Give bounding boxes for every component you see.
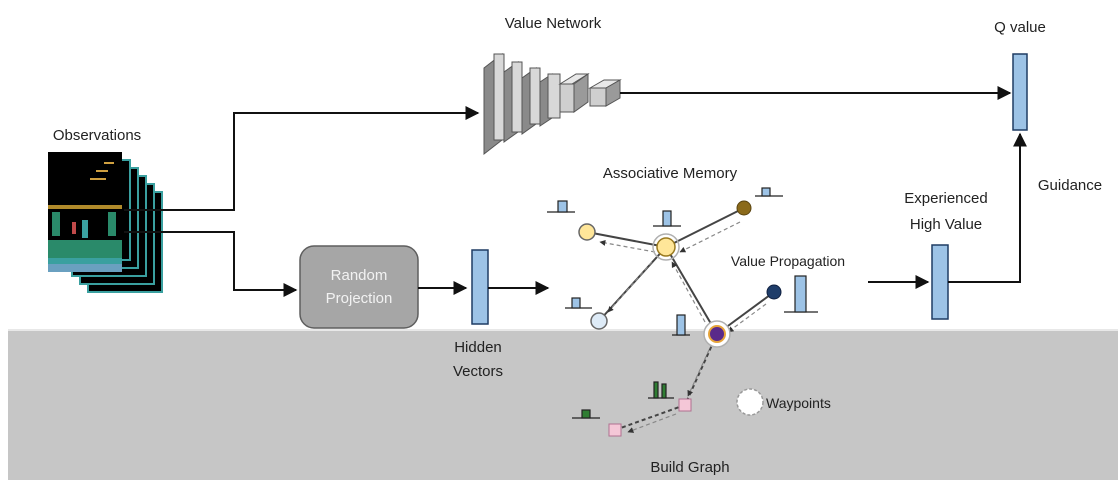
memory-node-navy — [766, 284, 782, 300]
hidden-vectors-label-line2: Vectors — [453, 363, 503, 380]
memory-node-purple — [708, 325, 726, 343]
observations-frame-stack — [48, 152, 163, 293]
experienced-label-line2: High Value — [910, 216, 982, 233]
obs-to-projection-arrow — [124, 231, 298, 297]
experienced-label-line1: Experienced — [904, 190, 987, 207]
value-network-icon — [483, 52, 622, 156]
random-projection-label-line2: Projection — [326, 290, 393, 307]
random-projection-label-line1: Random — [331, 267, 388, 284]
memory-node-left — [578, 223, 596, 241]
build-graph-label: Build Graph — [650, 459, 729, 476]
memory-node-pink-square — [678, 398, 692, 412]
value-propagation-label: Value Propagation — [731, 253, 845, 269]
experienced-vector — [931, 244, 949, 320]
memory-node-brown — [736, 200, 752, 216]
guidance-arrow — [948, 132, 1027, 283]
q-value-vector — [1012, 53, 1028, 131]
hidden-vectors-label-line1: Hidden — [454, 339, 502, 356]
waypoints-label: Waypoints — [766, 395, 831, 411]
associative-memory-label: Associative Memory — [603, 165, 738, 182]
memory-node-pink-square-2 — [608, 423, 622, 437]
memory-node-center — [656, 237, 676, 257]
random-projection-box — [299, 245, 419, 329]
value-propagation-arrows — [599, 221, 767, 433]
obs-to-network-arrow — [124, 106, 480, 211]
value-network-label: Value Network — [505, 15, 602, 32]
waypoints-legend-icon — [736, 388, 764, 416]
hidden-vector — [471, 249, 489, 325]
memory-node-center-halo — [652, 233, 680, 261]
graph-panel-background — [8, 330, 1118, 480]
q-value-label: Q value — [994, 19, 1046, 36]
observations-label: Observations — [53, 127, 141, 144]
guidance-label: Guidance — [1038, 177, 1102, 194]
memory-node-lower-left — [590, 312, 608, 330]
value-histograms — [547, 187, 818, 419]
